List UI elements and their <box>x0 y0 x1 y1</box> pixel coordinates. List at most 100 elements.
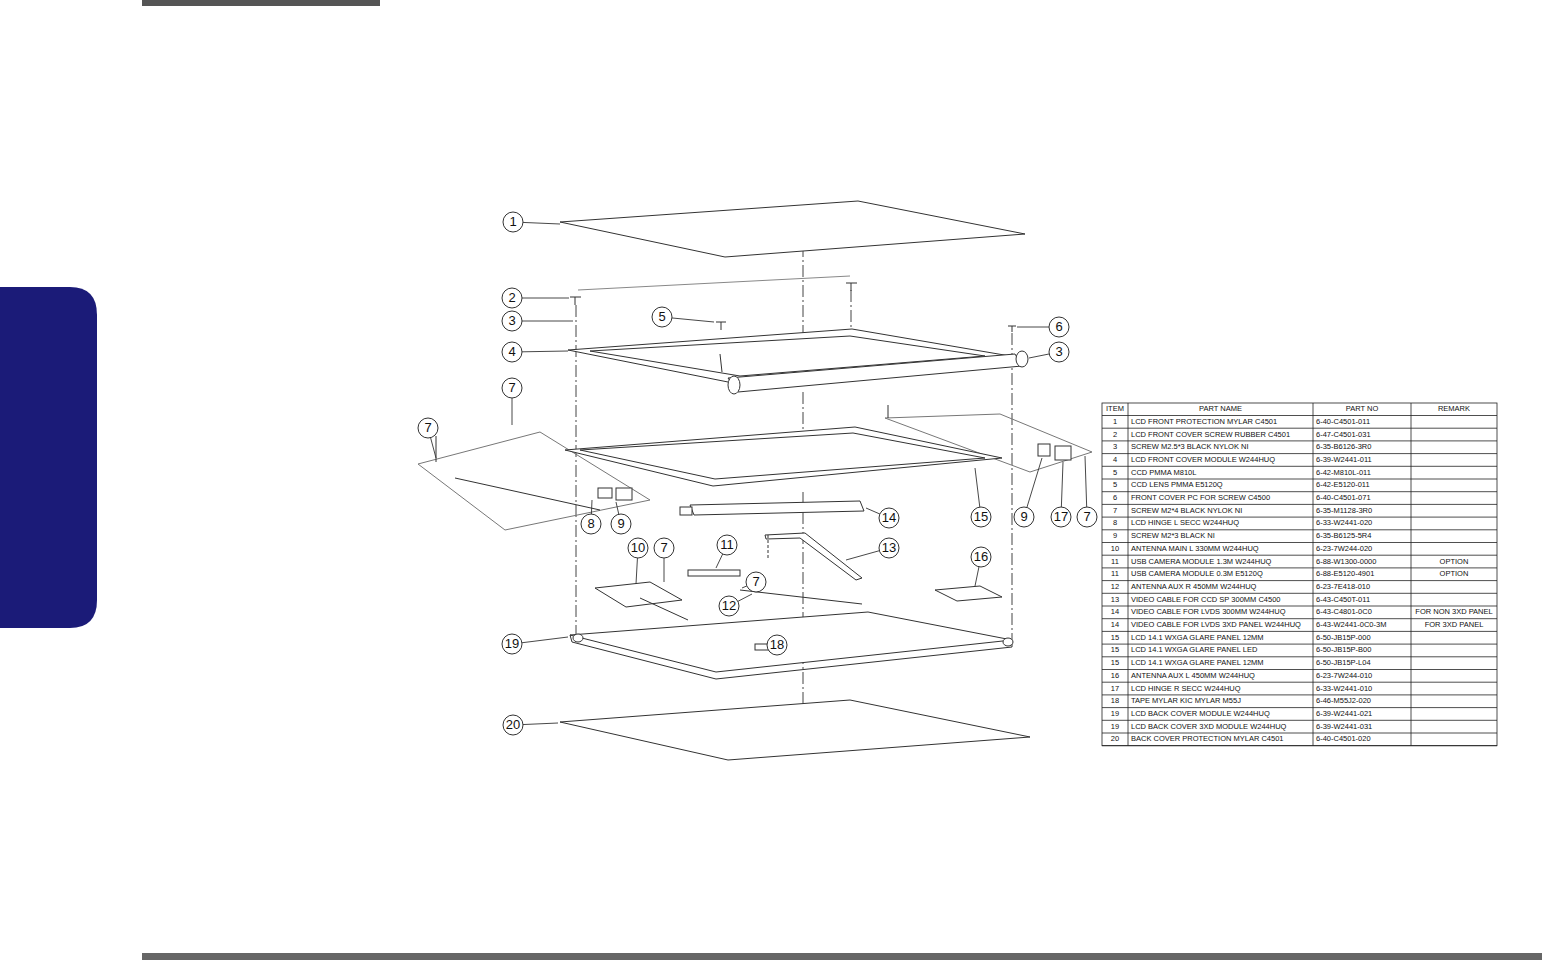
table-cell: SCREW M2.5*3 BLACK NYLOK NI <box>1131 441 1249 453</box>
table-cell: 8 <box>1113 517 1117 529</box>
table-cell: 11 <box>1111 568 1119 580</box>
table-cell: 6-39-W2441-031 <box>1316 721 1372 733</box>
table-rule <box>1102 580 1497 581</box>
table-rule <box>1102 656 1497 657</box>
leader-line <box>522 351 568 353</box>
table-cell: ANTENNA AUX R 450MM W244HUQ <box>1131 581 1256 593</box>
table-cell: USB CAMERA MODULE 0.3M E5120Q <box>1131 568 1263 580</box>
table-cell: SCREW M2*3 BLACK NI <box>1131 530 1215 542</box>
table-cell: LCD BACK COVER 3XD MODULE W244HUQ <box>1131 721 1286 733</box>
leader-line <box>616 502 619 514</box>
callout-number: 9 <box>1009 509 1039 525</box>
table-rule <box>1102 745 1497 746</box>
table-rule <box>1102 720 1497 721</box>
table-cell: 6-43-C4801-0C0 <box>1316 606 1372 618</box>
leader-line <box>523 222 560 224</box>
table-cell: LCD 14.1 WXGA GLARE PANEL 12MM <box>1131 632 1264 644</box>
table-cell: 6-43-W2441-0C0-3M <box>1316 619 1386 631</box>
callout-number: 8 <box>576 516 606 532</box>
callout-number: 3 <box>1044 344 1074 360</box>
leader-line <box>522 298 569 299</box>
table-cell: USB CAMERA MODULE 1.3M W244HUQ <box>1131 556 1271 568</box>
table-rule <box>1102 529 1497 530</box>
table-cell: 6-40-C4501-020 <box>1316 733 1371 745</box>
table-rule <box>1102 504 1497 505</box>
table-rule <box>1102 440 1497 441</box>
table-cell: 15 <box>1111 632 1119 644</box>
table-cell: 6-33-W2441-020 <box>1316 517 1372 529</box>
table-cell: 6-33-W2441-010 <box>1316 683 1372 695</box>
table-rule <box>1102 593 1497 594</box>
leader-line <box>866 508 880 514</box>
table-cell: OPTION <box>1440 556 1469 568</box>
callout-number: 5 <box>647 309 677 325</box>
table-cell: LCD 14.1 WXGA GLARE PANEL 12MM <box>1131 657 1264 669</box>
table-cell: 6-35-B6125-5R4 <box>1316 530 1371 542</box>
table-cell: 2 <box>1113 429 1117 441</box>
table-rule <box>1102 618 1497 619</box>
table-cell: PART NAME <box>1199 403 1242 415</box>
table-rule <box>1102 733 1497 734</box>
callout-number: 12 <box>714 598 744 614</box>
leader-line <box>522 637 568 643</box>
table-cell: 11 <box>1111 556 1119 568</box>
leader-line <box>1029 354 1049 358</box>
table-rule <box>1411 403 1412 746</box>
leader-line <box>738 594 752 601</box>
table-cell: 13 <box>1111 594 1119 606</box>
table-cell: 6-46-M55J2-020 <box>1316 695 1371 707</box>
table-cell: 4 <box>1113 454 1117 466</box>
table-cell: ANTENNA AUX L 450MM W244HUQ <box>1131 670 1255 682</box>
leader-line <box>846 551 879 560</box>
table-cell: LCD FRONT COVER SCREW RUBBER C4501 <box>1131 429 1290 441</box>
table-cell: 20 <box>1111 733 1119 745</box>
table-rule <box>1102 606 1497 607</box>
callout-number: 7 <box>741 574 771 590</box>
leader-line <box>716 554 723 568</box>
leader-line <box>1027 458 1042 507</box>
callouts <box>418 212 1097 735</box>
table-cell: VIDEO CABLE FOR LVDS 3XD PANEL W244HUQ <box>1131 619 1301 631</box>
table-cell: 6-23-7W244-010 <box>1316 670 1372 682</box>
table-rule <box>1102 542 1497 543</box>
table-cell: 6-50-JB15P-L04 <box>1316 657 1371 669</box>
table-rule <box>1102 517 1497 518</box>
table-rule <box>1102 415 1497 416</box>
table-rule <box>1102 428 1497 429</box>
callout-number: 7 <box>649 540 679 556</box>
leader-line <box>664 558 665 582</box>
leader-line <box>742 586 747 588</box>
callout-number: 15 <box>966 509 996 525</box>
table-rule <box>1102 567 1497 568</box>
callout-number: 7 <box>1072 509 1102 525</box>
table-cell: 6-39-W2441-011 <box>1316 454 1372 466</box>
callout-number: 13 <box>874 540 904 556</box>
callout-number: 1 <box>498 214 528 230</box>
table-cell: 9 <box>1113 530 1117 542</box>
table-cell: 6-50-JB15P-B00 <box>1316 644 1371 656</box>
table-cell: FRONT COVER PC FOR SCREW C4500 <box>1131 492 1270 504</box>
leader-line <box>431 438 436 458</box>
table-cell: 16 <box>1111 670 1119 682</box>
table-rule <box>1102 631 1497 632</box>
chapter-tab <box>0 287 97 628</box>
table-cell: LCD BACK COVER MODULE W244HUQ <box>1131 708 1270 720</box>
header-bar <box>142 0 380 6</box>
table-cell: 15 <box>1111 644 1119 656</box>
table-cell: 6-88-W1300-0000 <box>1316 556 1376 568</box>
table-cell: FOR 3XD PANEL <box>1425 619 1484 631</box>
table-cell: 19 <box>1111 721 1119 733</box>
table-rule <box>1102 682 1497 683</box>
table-cell: FOR NON 3XD PANEL <box>1415 606 1492 618</box>
leader-line <box>1017 327 1049 328</box>
callout-number: 11 <box>712 537 742 553</box>
callout-number: 2 <box>497 290 527 306</box>
table-cell: 14 <box>1111 606 1119 618</box>
table-cell: LCD HINGE L SECC W244HUQ <box>1131 517 1239 529</box>
leader-line <box>523 723 558 725</box>
table-rule <box>1102 491 1497 492</box>
table-cell: 6-47-C4501-031 <box>1316 429 1371 441</box>
table-rule <box>1102 669 1497 670</box>
table-cell: VIDEO CABLE FOR CCD SP 300MM C4500 <box>1131 594 1281 606</box>
